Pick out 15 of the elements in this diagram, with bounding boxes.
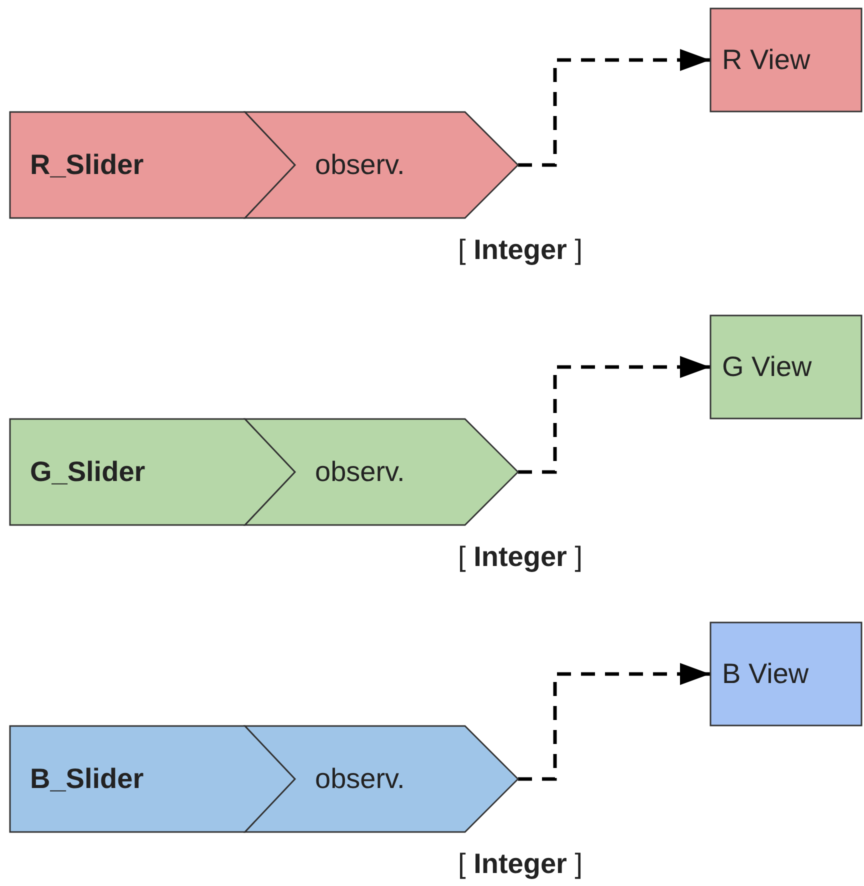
- type-label: [ Integer ]: [458, 850, 582, 878]
- observable-label: observ.: [315, 765, 405, 793]
- slider-label: B_Slider: [30, 765, 144, 793]
- view-label: R View: [722, 46, 810, 74]
- type-label: [ Integer ]: [458, 543, 582, 571]
- dashed-arrow: [518, 663, 710, 781]
- observable-label: observ.: [315, 151, 405, 179]
- slider-label: G_Slider: [30, 458, 146, 486]
- observable-label: observ.: [315, 458, 405, 486]
- slider-label: R_Slider: [30, 151, 144, 179]
- view-label: G View: [722, 353, 812, 381]
- dashed-arrow: [518, 49, 710, 167]
- view-label: B View: [722, 660, 809, 688]
- dashed-arrow: [518, 356, 710, 474]
- type-label: [ Integer ]: [458, 236, 582, 264]
